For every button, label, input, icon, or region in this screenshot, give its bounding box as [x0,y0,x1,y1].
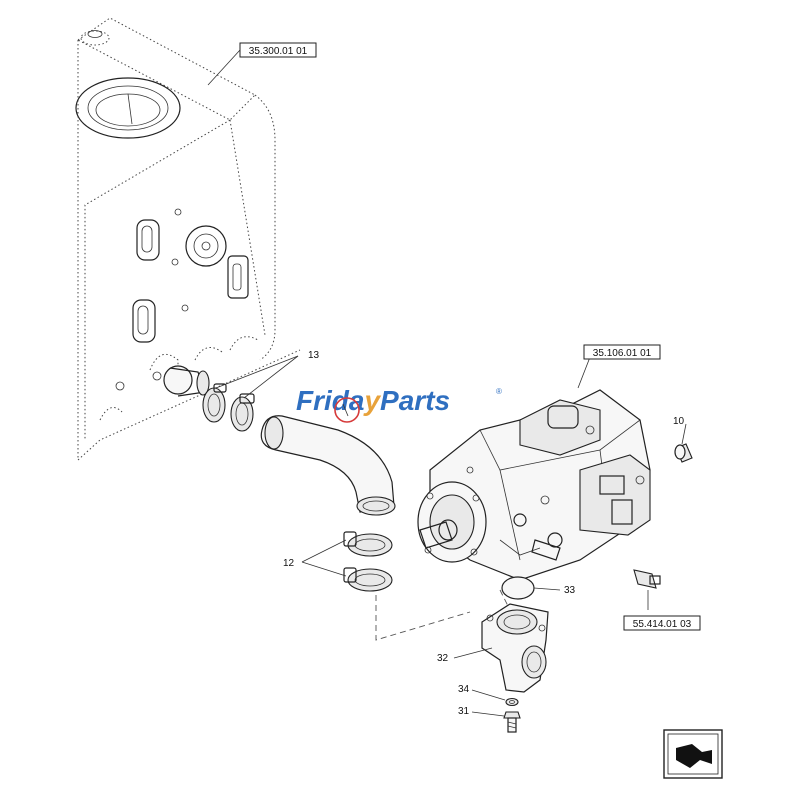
o-ring-seal[interactable] [501,576,535,600]
callout-34[interactable]: 34 [458,684,470,695]
highlight-circle-icon [334,397,360,423]
watermark-logo: FridayParts ® [296,385,502,416]
tank-flange-icon [75,77,181,139]
hose-clamp-upper[interactable] [202,383,255,432]
watermark-text: FridayParts [296,385,450,416]
pressure-sensor[interactable] [633,569,661,589]
tank-sight-gauge-icon [185,225,227,267]
highlight-pointer [342,403,349,417]
mounting-bolt[interactable] [503,711,521,733]
suction-hose[interactable] [260,415,396,516]
callout-33[interactable]: 33 [564,585,576,596]
tank-outlet-icon [115,365,210,397]
leader-lines [207,49,687,717]
ref-box-pump[interactable]: 35.106.01 01 [583,344,661,360]
callout-13[interactable]: 13 [308,350,320,361]
tank-mount-slot-icon [132,219,249,343]
next-page-arrow-icon[interactable] [663,729,723,779]
filler-cap-icon [80,30,110,46]
ref-label-tank: 35.300.01 01 [249,46,308,57]
hose-clamp-lower[interactable] [343,531,393,592]
pump-input-flange-icon [417,481,487,563]
ref-label-sensor: 55.414.01 03 [633,619,692,630]
callout-12[interactable]: 12 [283,558,295,569]
lock-washer[interactable] [505,697,519,707]
watermark-registered-mark: ® [496,387,502,396]
callout-31[interactable]: 31 [458,706,470,717]
pump-control-block-icon [579,454,651,536]
callout-10[interactable]: 10 [673,416,685,427]
ref-box-sensor[interactable]: 55.414.01 03 [623,615,701,631]
hydraulic-pump[interactable] [417,389,651,581]
hydraulic-tank [75,17,301,461]
ref-box-tank[interactable]: 35.300.01 01 [239,42,317,58]
plug-fitting[interactable] [674,443,693,463]
ref-label-pump: 35.106.01 01 [593,348,652,359]
callout-32[interactable]: 32 [437,653,449,664]
suction-elbow-flange[interactable] [481,603,549,693]
